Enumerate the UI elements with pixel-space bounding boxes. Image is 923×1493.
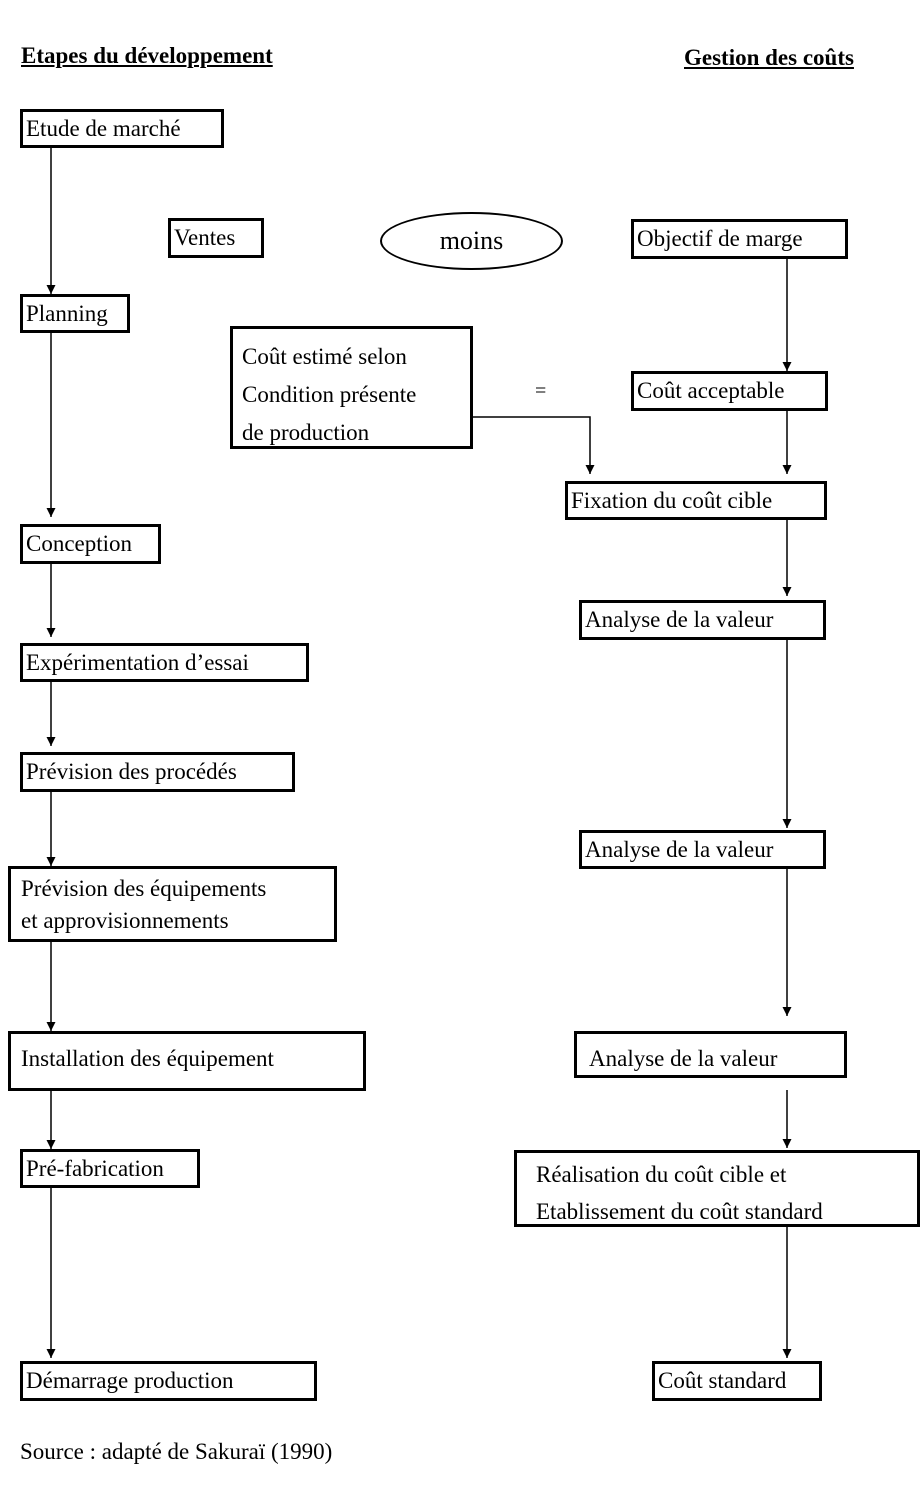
box-installation-label: Installation des équipement — [21, 1046, 274, 1071]
box-realisation: Réalisation du coût cible et Etablisseme… — [514, 1150, 920, 1227]
box-cout-estime-line-3: de production — [242, 419, 370, 445]
source-caption: Source : adapté de Sakuraï (1990) — [20, 1439, 333, 1464]
ellipse-moins-label: moins — [439, 226, 504, 255]
box-analyse-2-label: Analyse de la valeur — [585, 837, 774, 862]
box-realisation-line-2: Etablissement du coût standard — [536, 1198, 823, 1224]
box-prefabrication: Pré-fabrication — [20, 1149, 200, 1188]
box-planning-label: Planning — [26, 301, 108, 326]
box-prefabrication-label: Pré-fabrication — [26, 1156, 164, 1181]
box-realisation-line-1: Réalisation du coût cible et — [536, 1162, 787, 1187]
box-analyse-valeur-3: Analyse de la valeur — [574, 1031, 847, 1078]
box-etude-de-marche: Etude de marché — [20, 109, 224, 148]
box-analyse-valeur-2: Analyse de la valeur — [579, 830, 826, 869]
box-ventes-label: Ventes — [174, 225, 236, 250]
box-prevision-equipements-line-1: Prévision des équipements — [21, 876, 267, 901]
box-demarrage-label: Démarrage production — [26, 1368, 234, 1393]
box-objectif-label: Objectif de marge — [637, 226, 803, 251]
ellipse-moins: moins — [380, 212, 563, 270]
box-prevision-procedes: Prévision des procédés — [20, 752, 295, 792]
box-fixation-label: Fixation du coût cible — [571, 488, 773, 513]
box-prevision-equipements: Prévision des équipements et approvision… — [8, 866, 337, 942]
box-fixation-cout-cible: Fixation du coût cible — [565, 481, 827, 520]
box-experimentation-label: Expérimentation d’essai — [26, 650, 249, 675]
box-standard-label: Coût standard — [658, 1368, 787, 1393]
left-column-header: Etapes du développement — [21, 43, 273, 68]
box-cout-estime: Coût estimé selon Condition présente de … — [230, 326, 473, 449]
arrow-cout-estime-fixation — [471, 416, 595, 474]
box-planning: Planning — [20, 294, 130, 333]
box-ventes: Ventes — [168, 218, 264, 258]
box-objectif-de-marge: Objectif de marge — [631, 219, 848, 259]
box-prevision-procedes-label: Prévision des procédés — [26, 759, 237, 784]
box-experimentation: Expérimentation d’essai — [20, 643, 309, 682]
box-installation: Installation des équipement — [8, 1031, 366, 1091]
box-analyse-1-label: Analyse de la valeur — [585, 607, 774, 632]
box-cout-estime-line-1: Coût estimé selon — [242, 344, 407, 369]
box-cout-acceptable: Coût acceptable — [631, 371, 828, 411]
box-demarrage: Démarrage production — [20, 1361, 317, 1401]
equals-sign: = — [535, 380, 547, 402]
box-etude-label: Etude de marché — [26, 116, 181, 141]
box-cout-estime-line-2: Condition présente — [242, 381, 417, 407]
box-cout-standard: Coût standard — [652, 1361, 822, 1401]
box-analyse-valeur-1: Analyse de la valeur — [579, 600, 826, 640]
box-conception: Conception — [20, 524, 161, 564]
right-column-header: Gestion des coûts — [684, 45, 854, 70]
box-conception-label: Conception — [26, 531, 133, 556]
box-prevision-equipements-line-2: et approvisionnements — [21, 908, 229, 934]
box-analyse-3-label: Analyse de la valeur — [589, 1046, 778, 1071]
box-acceptable-label: Coût acceptable — [637, 378, 785, 403]
